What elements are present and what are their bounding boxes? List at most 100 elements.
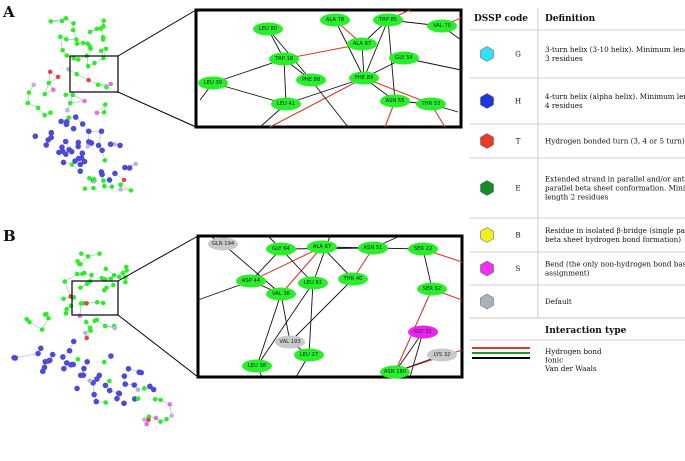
- residue-node[interactable]: TRP 85: [373, 14, 403, 27]
- network-node: [24, 317, 29, 322]
- network-node: [66, 147, 72, 153]
- residue-node[interactable]: LEU 61: [298, 277, 328, 290]
- network-node: [79, 301, 84, 306]
- residue-label: THR 53: [421, 101, 441, 107]
- network-node: [27, 90, 32, 95]
- residue-node[interactable]: ALA 87: [347, 38, 377, 51]
- network-node: [84, 336, 89, 341]
- network-node: [117, 143, 123, 149]
- residue-node[interactable]: VAL 193: [275, 336, 305, 349]
- residue-node[interactable]: GLY 31: [408, 326, 438, 339]
- residue-label: ALA 67: [313, 244, 331, 250]
- residue-node[interactable]: ALA 78: [320, 14, 350, 27]
- residue-node[interactable]: GLY 54: [389, 52, 419, 65]
- network-node: [99, 49, 104, 54]
- residue-label: VAL 70: [433, 23, 451, 29]
- residue-label: PHE 89: [355, 75, 374, 81]
- residue-node[interactable]: LYS 32: [427, 349, 457, 362]
- residue-node[interactable]: ALA 67: [307, 241, 337, 254]
- residue-label: TRP 18: [274, 56, 293, 62]
- network-node: [64, 311, 69, 316]
- dssp-definition-line: assignment): [545, 269, 590, 278]
- residue-label: SER 62: [423, 286, 441, 292]
- network-node: [95, 26, 100, 31]
- residue-node[interactable]: ASN 180: [380, 366, 410, 379]
- network-node: [142, 386, 147, 391]
- residue-node[interactable]: GLN 194: [208, 238, 238, 251]
- dssp-code: S: [516, 264, 521, 273]
- network-node: [48, 110, 53, 115]
- network-node: [48, 135, 54, 141]
- network-node: [74, 72, 79, 77]
- residue-label: ALA 87: [353, 41, 371, 47]
- network-node: [33, 133, 39, 139]
- residue-node[interactable]: LEU 27: [294, 349, 324, 362]
- dssp-color-swatch-icon: [481, 181, 494, 196]
- connector-line-b-top: [118, 236, 198, 281]
- residue-node[interactable]: SER 22: [408, 243, 438, 256]
- residue-node[interactable]: PHE 89: [349, 72, 379, 85]
- residue-node[interactable]: PHE 88: [296, 74, 326, 87]
- network-node: [68, 101, 73, 106]
- network-node: [101, 24, 106, 29]
- network-node: [107, 388, 113, 394]
- residue-node[interactable]: LEU 41: [271, 98, 301, 111]
- network-node: [64, 307, 69, 312]
- network-node: [42, 92, 47, 97]
- residue-label: LEU 61: [304, 280, 322, 286]
- network-node: [133, 162, 138, 167]
- residue-node[interactable]: ASN 51: [358, 242, 388, 255]
- network-node: [126, 366, 132, 372]
- network-node: [70, 93, 75, 98]
- network-node: [76, 357, 81, 362]
- residue-node[interactable]: VAL 70: [427, 20, 457, 33]
- network-node: [108, 82, 113, 87]
- network-node: [71, 28, 76, 33]
- network-overview-a: [25, 16, 138, 193]
- residue-label: LYS 32: [434, 352, 451, 358]
- residue-node[interactable]: ASN 55: [380, 95, 410, 108]
- network-node: [103, 383, 109, 389]
- network-node: [104, 286, 109, 291]
- network-node: [96, 143, 102, 149]
- network-node: [110, 184, 115, 189]
- residue-node[interactable]: LEU 38: [242, 360, 272, 373]
- panel-letter-a: A: [2, 3, 15, 21]
- network-node: [120, 271, 125, 276]
- network-node: [75, 144, 81, 150]
- network-node: [93, 399, 99, 405]
- residue-node[interactable]: THR 53: [416, 98, 446, 111]
- network-node: [62, 279, 67, 284]
- residue-node[interactable]: TRP 18: [269, 53, 299, 66]
- network-node: [89, 273, 94, 278]
- network-node: [101, 37, 106, 42]
- network-node: [64, 37, 69, 42]
- residue-node[interactable]: VAL 36: [266, 288, 296, 301]
- network-node: [67, 348, 73, 354]
- network-node: [60, 354, 66, 360]
- residue-node[interactable]: THR 40: [338, 273, 368, 286]
- dssp-definition-line: beta sheet hydrogen bond formation): [545, 235, 681, 244]
- network-node: [74, 386, 80, 392]
- network-node: [95, 300, 100, 305]
- network-node: [79, 251, 84, 256]
- residue-label: GLN 194: [212, 241, 235, 247]
- dssp-definition-line: Hydrogen bonded turn (3, 4 or 5 turn): [545, 137, 685, 146]
- network-node: [72, 56, 77, 61]
- dssp-code: H: [515, 97, 521, 106]
- network-node: [80, 150, 86, 156]
- residue-node[interactable]: LEU 80: [253, 23, 283, 36]
- residue-node[interactable]: SER 62: [417, 283, 447, 296]
- residue-label: ASN 180: [384, 369, 406, 375]
- network-node: [107, 177, 113, 183]
- residue-node[interactable]: GLY 64: [266, 243, 296, 256]
- dssp-definition-line: Residue in isolated β-bridge (single pai…: [545, 226, 685, 235]
- residue-node[interactable]: ASP 44: [236, 275, 266, 288]
- network-node: [61, 160, 67, 166]
- residue-node[interactable]: LEU 39: [198, 77, 228, 90]
- network-node: [48, 19, 53, 24]
- network-node: [101, 178, 106, 183]
